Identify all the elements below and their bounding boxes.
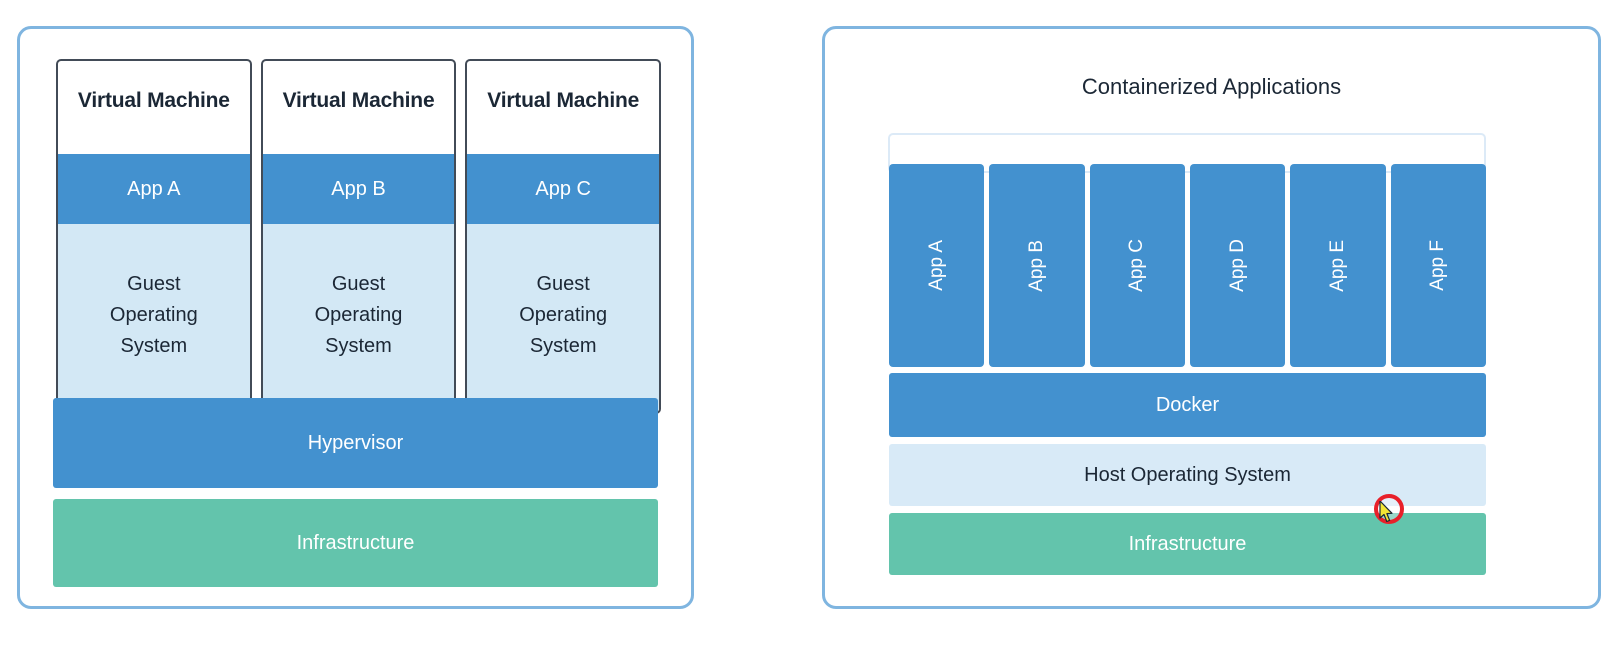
containerized-applications-title: Containerized Applications — [1081, 74, 1342, 99]
container-app-c-label: App C — [1126, 239, 1148, 292]
vm-guest-os-a: Guest Operating System — [58, 224, 250, 412]
container-app-e[interactable]: App E — [1290, 164, 1386, 367]
mouse-pointer-icon — [1379, 501, 1393, 523]
container-app-c[interactable]: App C — [1089, 164, 1185, 367]
container-app-a[interactable]: App A — [889, 164, 985, 367]
container-app-b[interactable]: App B — [989, 164, 1085, 367]
vm-title-a: Virtual Machine — [77, 89, 230, 112]
container-app-f[interactable]: App F — [1390, 164, 1486, 367]
infrastructure-bar-left[interactable]: Infrastructure — [53, 499, 658, 587]
vm-guest-os-b: Guest Operating System — [262, 224, 455, 412]
container-app-a-label: App A — [925, 240, 947, 291]
virtual-machine-card-b[interactable]: Virtual Machine App B Guest Operating Sy… — [260, 59, 457, 414]
vm-guest-os-c: Guest Operating System — [467, 224, 660, 412]
container-app-f-label: App F — [1427, 240, 1449, 291]
vm-title-b: Virtual Machine — [282, 89, 435, 112]
hypervisor-bar[interactable]: Hypervisor — [53, 398, 658, 488]
virtual-machine-card-a[interactable]: Virtual Machine App A Guest Operating Sy… — [56, 59, 252, 414]
container-app-b-label: App B — [1025, 239, 1047, 292]
container-app-row: App A App B App C App D App E App F — [889, 164, 1486, 367]
container-app-e-label: App E — [1326, 239, 1348, 292]
container-app-d[interactable]: App D — [1189, 164, 1286, 367]
vm-app-b: App B — [262, 154, 455, 224]
virtual-machine-panel: Virtual Machine App A Guest Operating Sy… — [17, 26, 694, 609]
vm-title-c: Virtual Machine — [487, 89, 640, 112]
vm-app-a: App A — [58, 154, 250, 224]
vm-app-c: App C — [467, 154, 660, 224]
docker-bar[interactable]: Docker — [889, 373, 1486, 437]
container-app-d-label: App D — [1226, 239, 1248, 292]
infrastructure-bar-right[interactable]: Infrastructure — [889, 513, 1486, 575]
virtual-machine-card-c[interactable]: Virtual Machine App C Guest Operating Sy… — [465, 59, 662, 414]
container-group-outline — [888, 133, 1486, 173]
virtual-machine-row: Virtual Machine App A Guest Operating Sy… — [56, 59, 662, 414]
